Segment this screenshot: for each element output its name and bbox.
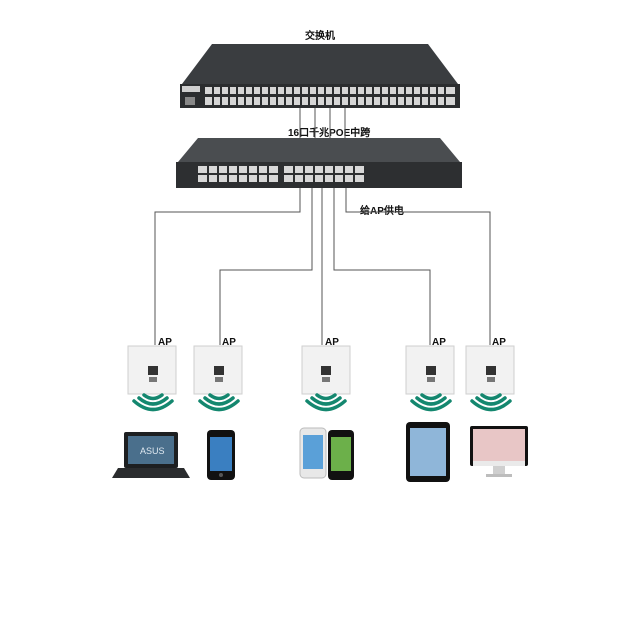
wifi-icon [132, 393, 174, 412]
ap-panel [465, 345, 515, 395]
wifi-icon [305, 393, 347, 412]
ap-label: AP [158, 337, 172, 348]
ap-panel [127, 345, 177, 395]
smartphone-pair-device [299, 427, 354, 480]
poe-midspan-label: 16口千兆POE中跨 [288, 128, 371, 139]
ap-label: AP [432, 337, 446, 348]
ap-label: AP [492, 337, 506, 348]
smartphone-device [207, 430, 235, 480]
ap-panel [301, 345, 351, 395]
monitor-device [470, 426, 528, 477]
switch-label: 交换机 [305, 31, 335, 42]
ap-panel [193, 345, 243, 395]
power-cables [154, 188, 491, 345]
switch-device [180, 44, 460, 108]
wifi-icon [198, 393, 240, 412]
laptop-device: ASUS [112, 432, 190, 478]
wifi-icon [410, 393, 452, 412]
ap-label: AP [325, 337, 339, 348]
switch-logo [182, 86, 200, 92]
ap-label: AP [222, 337, 236, 348]
switch-ports [205, 87, 455, 105]
laptop-brand: ASUS [140, 446, 165, 456]
tablet-device [406, 422, 450, 482]
wifi-icon [470, 393, 512, 412]
ap-panel [405, 345, 455, 395]
console-port [185, 97, 195, 105]
poe-midspan-device [176, 138, 462, 188]
